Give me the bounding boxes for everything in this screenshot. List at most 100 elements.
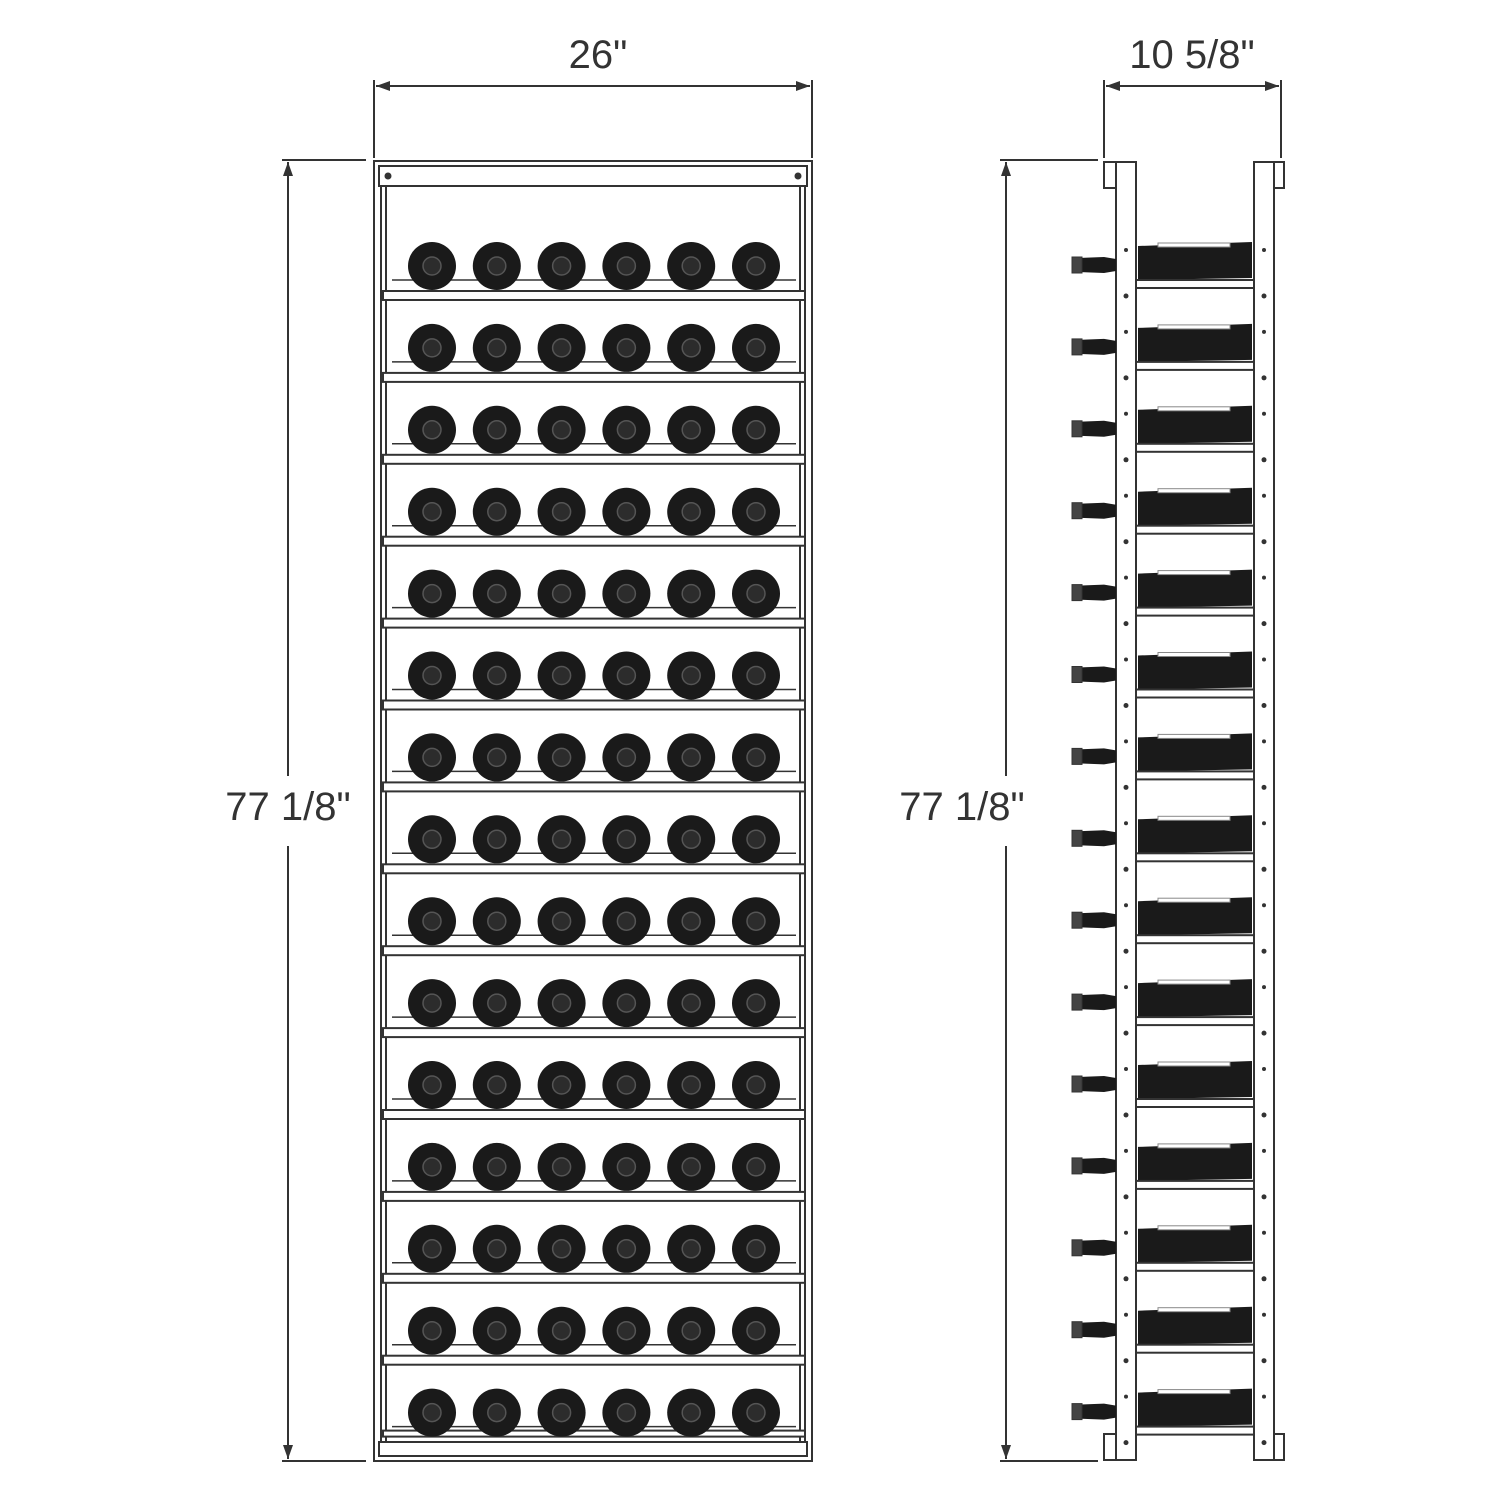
upright-hole xyxy=(1124,329,1128,334)
bottle-punt xyxy=(422,747,442,768)
shelf xyxy=(382,1354,806,1366)
bottle-punt xyxy=(551,829,572,850)
front-width-dimension xyxy=(373,80,813,158)
bottle-punt xyxy=(422,501,442,522)
upright-hole xyxy=(1262,411,1266,416)
bottle-punt xyxy=(487,338,507,358)
bottle-punt xyxy=(746,256,766,276)
upright-hole xyxy=(1262,903,1266,908)
bottle-side-body xyxy=(1138,897,1252,936)
upright-hole xyxy=(1261,1358,1267,1364)
front-height-dimension xyxy=(282,159,366,1462)
side-front-upright xyxy=(1115,161,1137,1461)
bottle-punt xyxy=(746,665,766,686)
bottle-punt xyxy=(551,1320,572,1341)
bottle-punt xyxy=(422,829,442,850)
upright-hole xyxy=(1124,1230,1128,1235)
side-height-label: 77 1/8" xyxy=(899,785,1024,829)
bottle-label-highlight xyxy=(1157,733,1231,739)
upright-hole xyxy=(1123,293,1129,299)
side-rail xyxy=(1135,1261,1255,1272)
bottle-label-highlight xyxy=(1157,324,1231,330)
bottle-side-neck xyxy=(1078,1239,1116,1256)
bottle-side-cork xyxy=(1071,747,1083,765)
upright-hole xyxy=(1262,1312,1266,1317)
bottle-punt xyxy=(746,1075,766,1095)
bottle-side-body xyxy=(1138,405,1252,444)
upright-hole xyxy=(1262,739,1266,744)
upright-hole xyxy=(1124,1067,1128,1071)
side-rail xyxy=(1135,934,1255,945)
bottle-punt xyxy=(616,911,637,931)
bottle-punt xyxy=(616,420,637,440)
side-rail xyxy=(1135,1343,1255,1354)
front-top-screw-left xyxy=(384,172,392,180)
shelf xyxy=(382,453,806,465)
bottle-punt xyxy=(681,829,701,850)
bottle-punt xyxy=(422,256,442,276)
bottle-punt xyxy=(746,993,766,1013)
bottle-punt xyxy=(616,993,637,1013)
upright-hole xyxy=(1262,985,1266,990)
side-rows xyxy=(1071,242,1267,1446)
bottle-side-cork xyxy=(1071,1075,1083,1093)
upright-hole xyxy=(1124,248,1128,252)
upright-hole xyxy=(1262,1067,1266,1071)
bottle-punt xyxy=(487,993,507,1013)
side-rail xyxy=(1135,852,1255,863)
bottle-punt xyxy=(422,1402,442,1423)
bottle-label-highlight xyxy=(1157,1225,1231,1231)
bottle-punt xyxy=(746,747,766,768)
bottle-punt xyxy=(681,1239,701,1259)
bottle-punt xyxy=(746,501,766,522)
side-rail xyxy=(1135,1016,1255,1027)
front-width-label: 26" xyxy=(569,33,628,77)
upright-hole xyxy=(1124,1394,1128,1399)
upright-hole xyxy=(1124,1148,1128,1153)
upright-hole xyxy=(1124,575,1128,580)
bottle-label-highlight xyxy=(1157,652,1231,657)
bottle-punt xyxy=(551,993,572,1013)
bottle-punt xyxy=(422,1239,442,1259)
front-height-label: 77 1/8" xyxy=(225,785,350,829)
upright-hole xyxy=(1262,1148,1266,1153)
bottle-side-cork xyxy=(1071,1403,1083,1421)
shelf xyxy=(382,1027,806,1039)
bottle-punt xyxy=(551,338,572,358)
upright-hole xyxy=(1124,903,1128,908)
bottle-side-cork xyxy=(1071,911,1083,929)
bottle-punt xyxy=(551,1239,572,1259)
bottle-side-body xyxy=(1138,979,1252,1018)
front-view: 26" 77 1/8" xyxy=(225,33,813,1462)
bottle-punt xyxy=(616,583,637,604)
bottle-punt xyxy=(487,501,507,522)
shelf xyxy=(382,1272,806,1284)
upright-hole xyxy=(1123,784,1129,790)
shelf xyxy=(382,1109,806,1120)
upright-hole xyxy=(1124,739,1128,744)
shelf xyxy=(382,863,806,875)
bottle-label-highlight xyxy=(1157,1061,1231,1067)
bottle-side-cork xyxy=(1071,420,1083,438)
upright-hole xyxy=(1123,1030,1129,1036)
side-rail xyxy=(1135,688,1255,699)
bottle-side-neck xyxy=(1078,666,1116,683)
bottle-side-neck xyxy=(1078,420,1116,437)
bottle-side-cork xyxy=(1071,584,1083,602)
bottle-punt xyxy=(681,420,701,440)
side-rail xyxy=(1135,360,1255,371)
bottle-side-neck xyxy=(1078,1157,1116,1174)
bottle-side-body xyxy=(1138,569,1252,608)
side-rail xyxy=(1135,279,1255,289)
upright-hole xyxy=(1261,293,1267,299)
upright-hole xyxy=(1123,375,1129,381)
upright-hole xyxy=(1124,985,1128,990)
upright-hole xyxy=(1261,1030,1267,1036)
upright-hole xyxy=(1123,1112,1129,1118)
side-rail xyxy=(1135,606,1255,617)
shelf xyxy=(382,535,806,547)
bottle-side-body xyxy=(1138,733,1252,772)
side-view: 10 5/8" 77 1/8" xyxy=(899,33,1285,1462)
bottle-punt xyxy=(746,911,766,931)
upright-hole xyxy=(1123,1194,1129,1200)
